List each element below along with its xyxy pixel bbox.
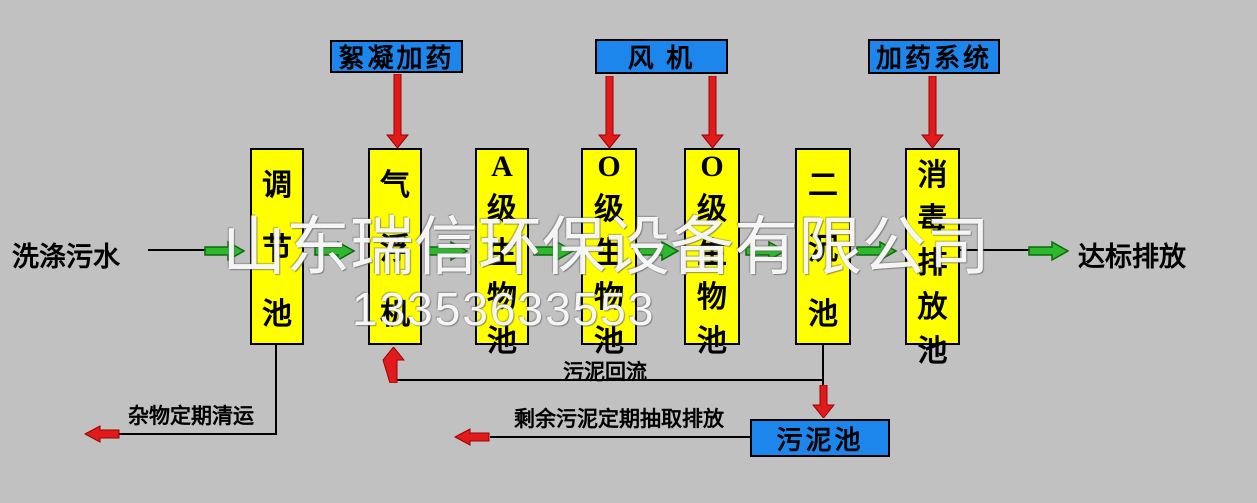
inlet-connector-line [148, 249, 206, 251]
inlet-label: 洗涤污水 [12, 242, 120, 272]
red-down-arrow-dosing-to-disinfection [921, 76, 944, 148]
sedimentation-to-sludge-vline [822, 345, 824, 387]
green-flow-arrow-2 [427, 240, 469, 262]
red-up-arrow-sludge-return [382, 347, 405, 383]
debris-branch-vline [275, 345, 277, 435]
green-flow-arrow-inlet [204, 240, 246, 262]
air-flotation-box: 气浮机 [368, 148, 422, 345]
green-flow-arrow-6 [856, 240, 898, 262]
red-down-arrow-to-sludge-tank [812, 385, 835, 418]
secondary-sedimentation-tank-box: 二沉池 [795, 148, 851, 345]
green-flow-arrow-4 [638, 240, 680, 262]
disinfection-discharge-tank-box: 消毒排放池 [905, 148, 960, 368]
excess-sludge-hline [490, 436, 750, 438]
debris-branch-hline [118, 433, 277, 435]
sludge-return-hline [393, 379, 824, 381]
debris-removal-label: 杂物定期清运 [128, 404, 254, 428]
green-flow-arrow-3 [533, 240, 575, 262]
outlet-label: 达标排放 [1078, 242, 1186, 272]
green-flow-arrow-1 [314, 240, 356, 262]
red-down-arrow-flocculation-to-flotation [386, 74, 409, 148]
flocculation-dosing-box: 絮凝加药 [330, 40, 463, 73]
red-down-arrow-fan-to-o-tank-2 [701, 76, 724, 148]
dosing-system-box: 加药系统 [868, 39, 1000, 74]
fan-blower-box: 风 机 [595, 39, 728, 74]
sludge-return-label: 污泥回流 [563, 360, 647, 384]
green-flow-arrow-outlet [1028, 240, 1070, 262]
red-down-arrow-fan-to-o-tank-1 [598, 76, 621, 148]
red-left-arrow-excess-sludge [454, 428, 490, 446]
sludge-tank-box: 污泥池 [750, 419, 890, 457]
regulation-tank-box: 调节池 [250, 148, 304, 345]
excess-sludge-label: 剩余污泥定期抽取排放 [514, 407, 724, 431]
red-left-arrow-debris [84, 425, 120, 443]
outlet-connector-line [960, 249, 1030, 251]
green-flow-arrow-5 [745, 240, 787, 262]
